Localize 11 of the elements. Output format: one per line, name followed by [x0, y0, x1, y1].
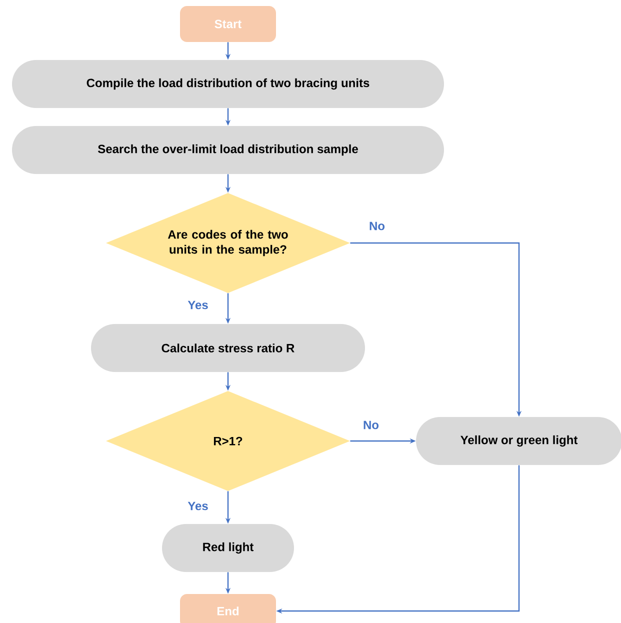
edge-label: No — [368, 220, 386, 232]
process-box: Red light — [162, 524, 294, 572]
edge-label: Yes — [186, 300, 210, 310]
edge-label: Yes — [186, 500, 210, 512]
process-box: Search the over-limit load distribution sample — [12, 126, 444, 174]
terminal-box: Start — [180, 6, 276, 42]
process-box: Compile the load distribution of two bracing units — [12, 60, 444, 108]
process-box: Yellow or green light — [416, 417, 621, 465]
terminal-box: End — [180, 594, 276, 623]
edge-label: No — [362, 420, 380, 430]
process-box: Calculate stress ratio R — [91, 324, 365, 372]
